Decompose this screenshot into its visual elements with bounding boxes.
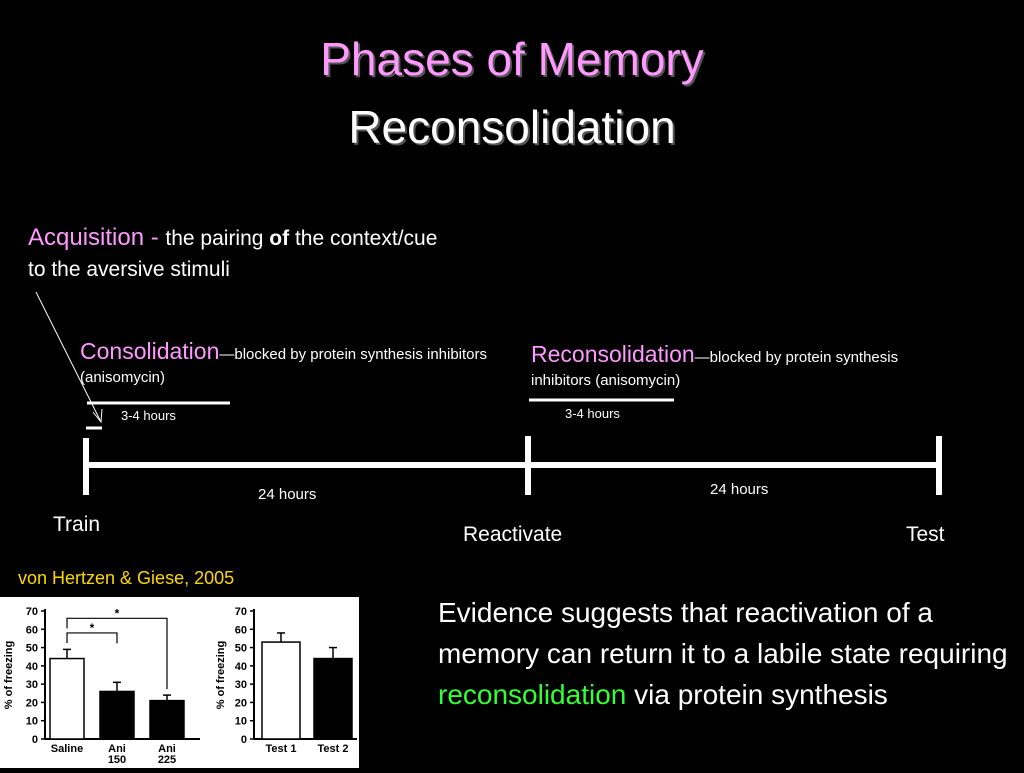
chart1-bar	[149, 699, 185, 740]
chart2-y-axis-label: % of freezing	[215, 641, 227, 709]
consolidation-desc: —blocked by protein synthesis inhibitors…	[80, 346, 488, 386]
chart1-y-axis-label: % of freezing	[3, 641, 15, 709]
chart1-significance-marker: *	[90, 621, 95, 635]
chart2-y-tick-label: 70	[235, 606, 247, 618]
chart1-y-tick-label: 30	[26, 679, 38, 691]
acquisition-text-b: the context/cue to the aversive stimuli	[28, 227, 438, 281]
chart1-category-label: 150	[108, 754, 126, 766]
chart1-category-label: Ani	[158, 743, 176, 755]
reconsolidation-term: Reconsolidation	[531, 341, 695, 367]
evidence-highlight: reconsolidation	[438, 679, 627, 710]
consolidation-definition: Consolidation—blocked by protein synthes…	[80, 340, 500, 389]
train-label: Train	[53, 513, 101, 536]
interval-2-label: 24 hours	[710, 481, 769, 498]
chart2-bar	[261, 641, 301, 740]
test-label: Test	[906, 523, 945, 546]
chart1-y-tick-label: 40	[26, 661, 38, 673]
chart2-y-tick-label: 30	[235, 679, 247, 691]
consolidation-duration: 3-4 hours	[121, 408, 176, 423]
reconsolidation-definition: Reconsolidation—blocked by protein synth…	[531, 343, 911, 392]
chart2-bar	[313, 657, 353, 740]
reactivate-label: Reactivate	[463, 523, 563, 546]
acquisition-text-a: the pairing	[165, 227, 270, 250]
page-title: Phases of Memory	[320, 33, 704, 85]
chart1-y-tick-label: 60	[26, 624, 38, 636]
chart1-category-label: Saline	[51, 743, 83, 755]
reconsolidation-desc: —blocked by protein synthesis inhibitors…	[531, 349, 899, 389]
evidence-text-b: via protein synthesis	[626, 679, 888, 710]
acquisition-term: Acquisition -	[28, 224, 166, 251]
chart1-y-tick-label: 50	[26, 643, 38, 655]
acquisition-definition: Acquisition - the pairing of the context…	[28, 222, 448, 285]
chart1-y-tick-label: 70	[26, 606, 38, 618]
chart1-y-tick-label: 20	[26, 697, 38, 709]
page-subtitle: Reconsolidation	[348, 101, 676, 153]
chart1-bar	[49, 657, 85, 740]
acquisition-pointer-line	[35, 291, 102, 423]
chart1-y-tick-label: 0	[32, 734, 38, 746]
evidence-text-a: Evidence suggests that reactivation of a…	[438, 597, 1008, 669]
chart2-y-tick-label: 40	[235, 661, 247, 673]
chart2-y-tick-label: 20	[235, 697, 247, 709]
chart1-bar	[99, 690, 135, 740]
reconsolidation-duration: 3-4 hours	[565, 406, 620, 421]
chart2-y-tick-label: 50	[235, 643, 247, 655]
chart2-y-tick-label: 0	[241, 734, 247, 746]
evidence-statement: Evidence suggests that reactivation of a…	[438, 592, 1018, 715]
citation: von Hertzen & Giese, 2005	[18, 568, 235, 588]
acquisition-text-bold: of	[269, 227, 290, 250]
chart2-category-label: Test 1	[266, 743, 297, 755]
chart1-y-tick-label: 10	[26, 716, 38, 728]
acquisition-pointer-arrowhead	[92, 408, 103, 424]
interval-1-label: 24 hours	[258, 486, 317, 503]
chart1-category-label: Ani	[108, 743, 126, 755]
chart2-y-tick-label: 60	[235, 624, 247, 636]
chart1-significance-marker: *	[115, 606, 120, 620]
chart1-significance-bracket	[66, 632, 118, 644]
chart2-y-tick-label: 10	[235, 716, 247, 728]
consolidation-term: Consolidation	[80, 338, 220, 364]
chart2-category-label: Test 2	[318, 743, 349, 755]
chart1-category-label: 225	[158, 754, 176, 766]
chart1-significance-bracket	[66, 617, 168, 690]
